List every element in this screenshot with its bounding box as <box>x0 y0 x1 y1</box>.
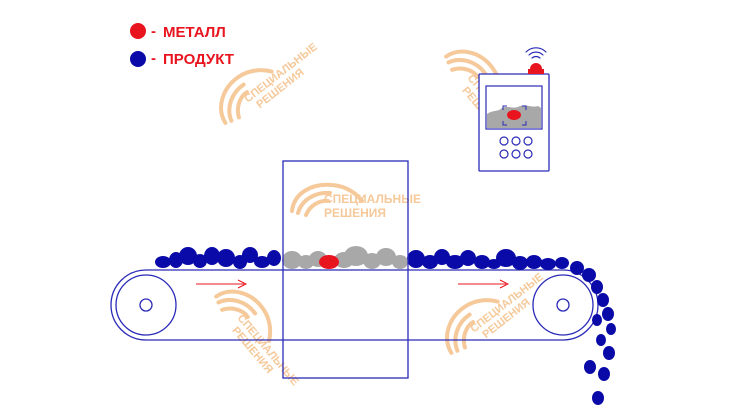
keypad-button <box>499 136 509 146</box>
keypad-button <box>511 149 521 159</box>
direction-arrow-icon <box>196 279 248 289</box>
direction-arrow-icon <box>458 279 510 289</box>
watermark-logo-icon <box>290 182 364 217</box>
legend: - МЕТАЛЛ - ПРОДУКТ <box>130 23 234 68</box>
product-dot-icon <box>130 51 146 67</box>
watermark-logo-icon <box>214 289 273 343</box>
conveyor-belt <box>110 269 599 341</box>
keypad-button <box>523 149 533 159</box>
watermark-line1: СПЕЦИАЛЬНЫЕ <box>324 192 421 206</box>
keypad-button <box>511 136 521 146</box>
legend-label-metal: МЕТАЛЛ <box>163 24 226 41</box>
keypad-button <box>523 136 533 146</box>
keypad-button <box>499 149 509 159</box>
metal-detector-frame <box>282 160 409 379</box>
metal-contaminant <box>319 255 339 269</box>
watermark-1: СПЕЦИАЛЬНЫЕ РЕШЕНИЯ <box>219 41 320 125</box>
watermark-3: СПЕЦИАЛЬНЫЕ РЕШЕНИЯ <box>290 182 421 220</box>
scanned-product <box>282 246 408 269</box>
control-unit <box>478 47 550 172</box>
wifi-signal-icon <box>525 47 547 59</box>
pulley-right <box>532 274 594 336</box>
legend-item-metal: - МЕТАЛЛ <box>130 23 226 41</box>
watermark-logo-icon <box>219 68 274 125</box>
pulley-left <box>115 274 177 336</box>
metal-dot-icon <box>130 23 146 39</box>
conveyor <box>110 269 599 341</box>
screen-metal-marker <box>507 110 521 120</box>
screen-target-brackets <box>502 105 527 126</box>
watermark-5: СПЕЦИАЛЬНЫЕ РЕШЕНИЯ <box>445 271 546 355</box>
legend-dash: - <box>151 50 156 67</box>
watermark-logo-icon <box>445 298 500 355</box>
legend-label-product: ПРОДУКТ <box>163 51 234 68</box>
watermark-line2: РЕШЕНИЯ <box>324 206 386 220</box>
legend-item-product: - ПРОДУКТ <box>130 50 234 68</box>
control-unit-keypad <box>499 136 533 159</box>
legend-dash: - <box>151 23 156 40</box>
product-stream <box>155 247 616 405</box>
alarm-light-icon <box>528 63 544 74</box>
